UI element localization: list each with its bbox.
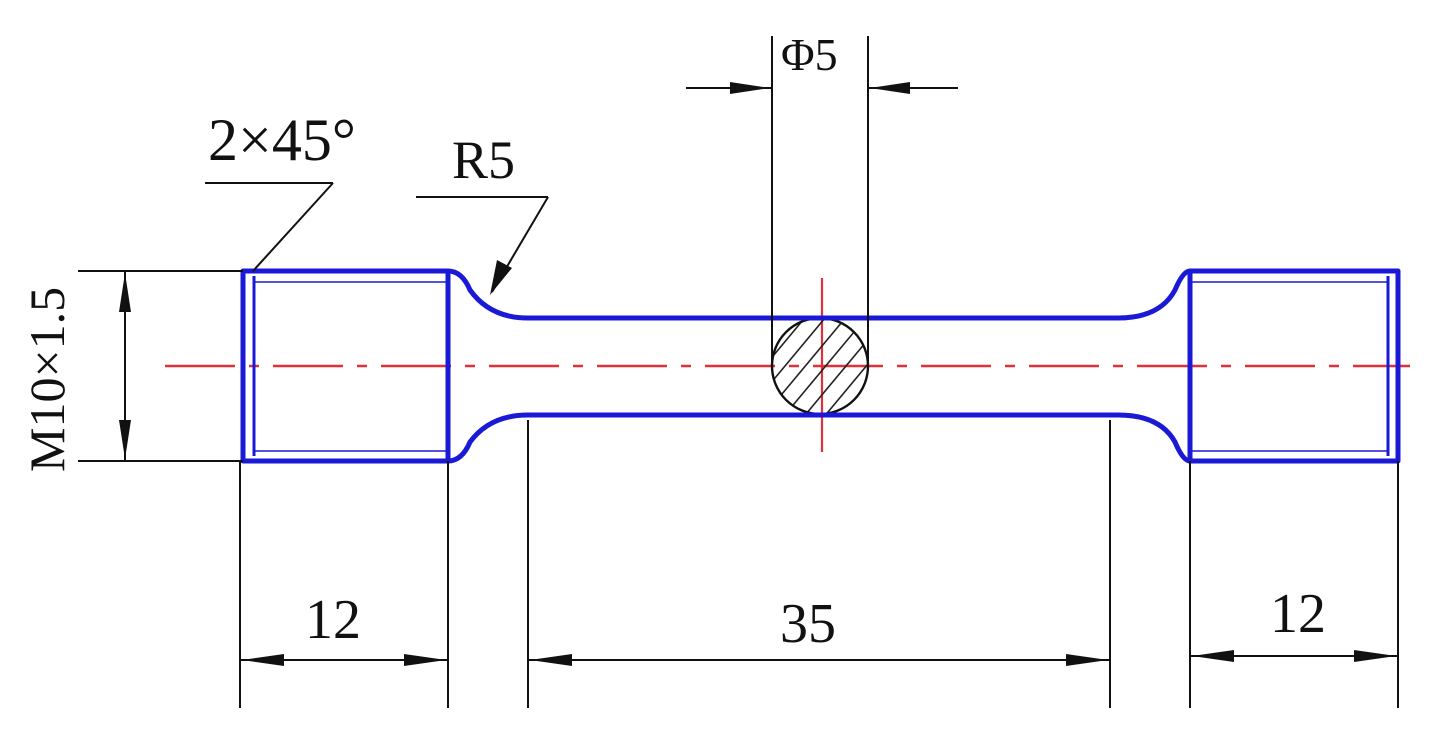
left-thread-head [240,268,451,464]
arrow-right-12-start [1192,650,1234,662]
right-thread-head [1187,268,1401,464]
fillet-radius-label: R5 [452,130,515,190]
arrow-phi5-left [730,82,770,94]
thread-spec-label: M10×1.5 [19,287,75,472]
arrow-r5-leader [490,260,512,295]
dimension-labels: 2×45° R5 Φ5 M10×1.5 12 35 12 [19,29,1326,655]
arrow-left-12-start [242,654,284,666]
arrow-35-end [1066,654,1108,666]
chamfer-leader [252,182,334,272]
arrow-phi5-right [870,82,910,94]
arrow-right-12-end [1354,650,1396,662]
gauge-length-label: 35 [780,593,836,655]
arrow-35-start [530,654,572,666]
arrow-left-12-end [404,654,446,666]
center-lines [165,278,1410,452]
arrowheads [119,82,1396,666]
right-thread-length-label: 12 [1270,583,1326,645]
gauge-section-top-edge [445,268,1193,321]
chamfer-label: 2×45° [208,107,356,173]
left-thread-length-label: 12 [305,589,361,651]
arrow-thread-top [119,273,131,312]
gauge-section-bottom-edge [445,412,1193,464]
specimen-outline [240,268,1401,464]
arrow-thread-bottom [119,420,131,459]
section-diameter-label: Φ5 [781,29,838,80]
